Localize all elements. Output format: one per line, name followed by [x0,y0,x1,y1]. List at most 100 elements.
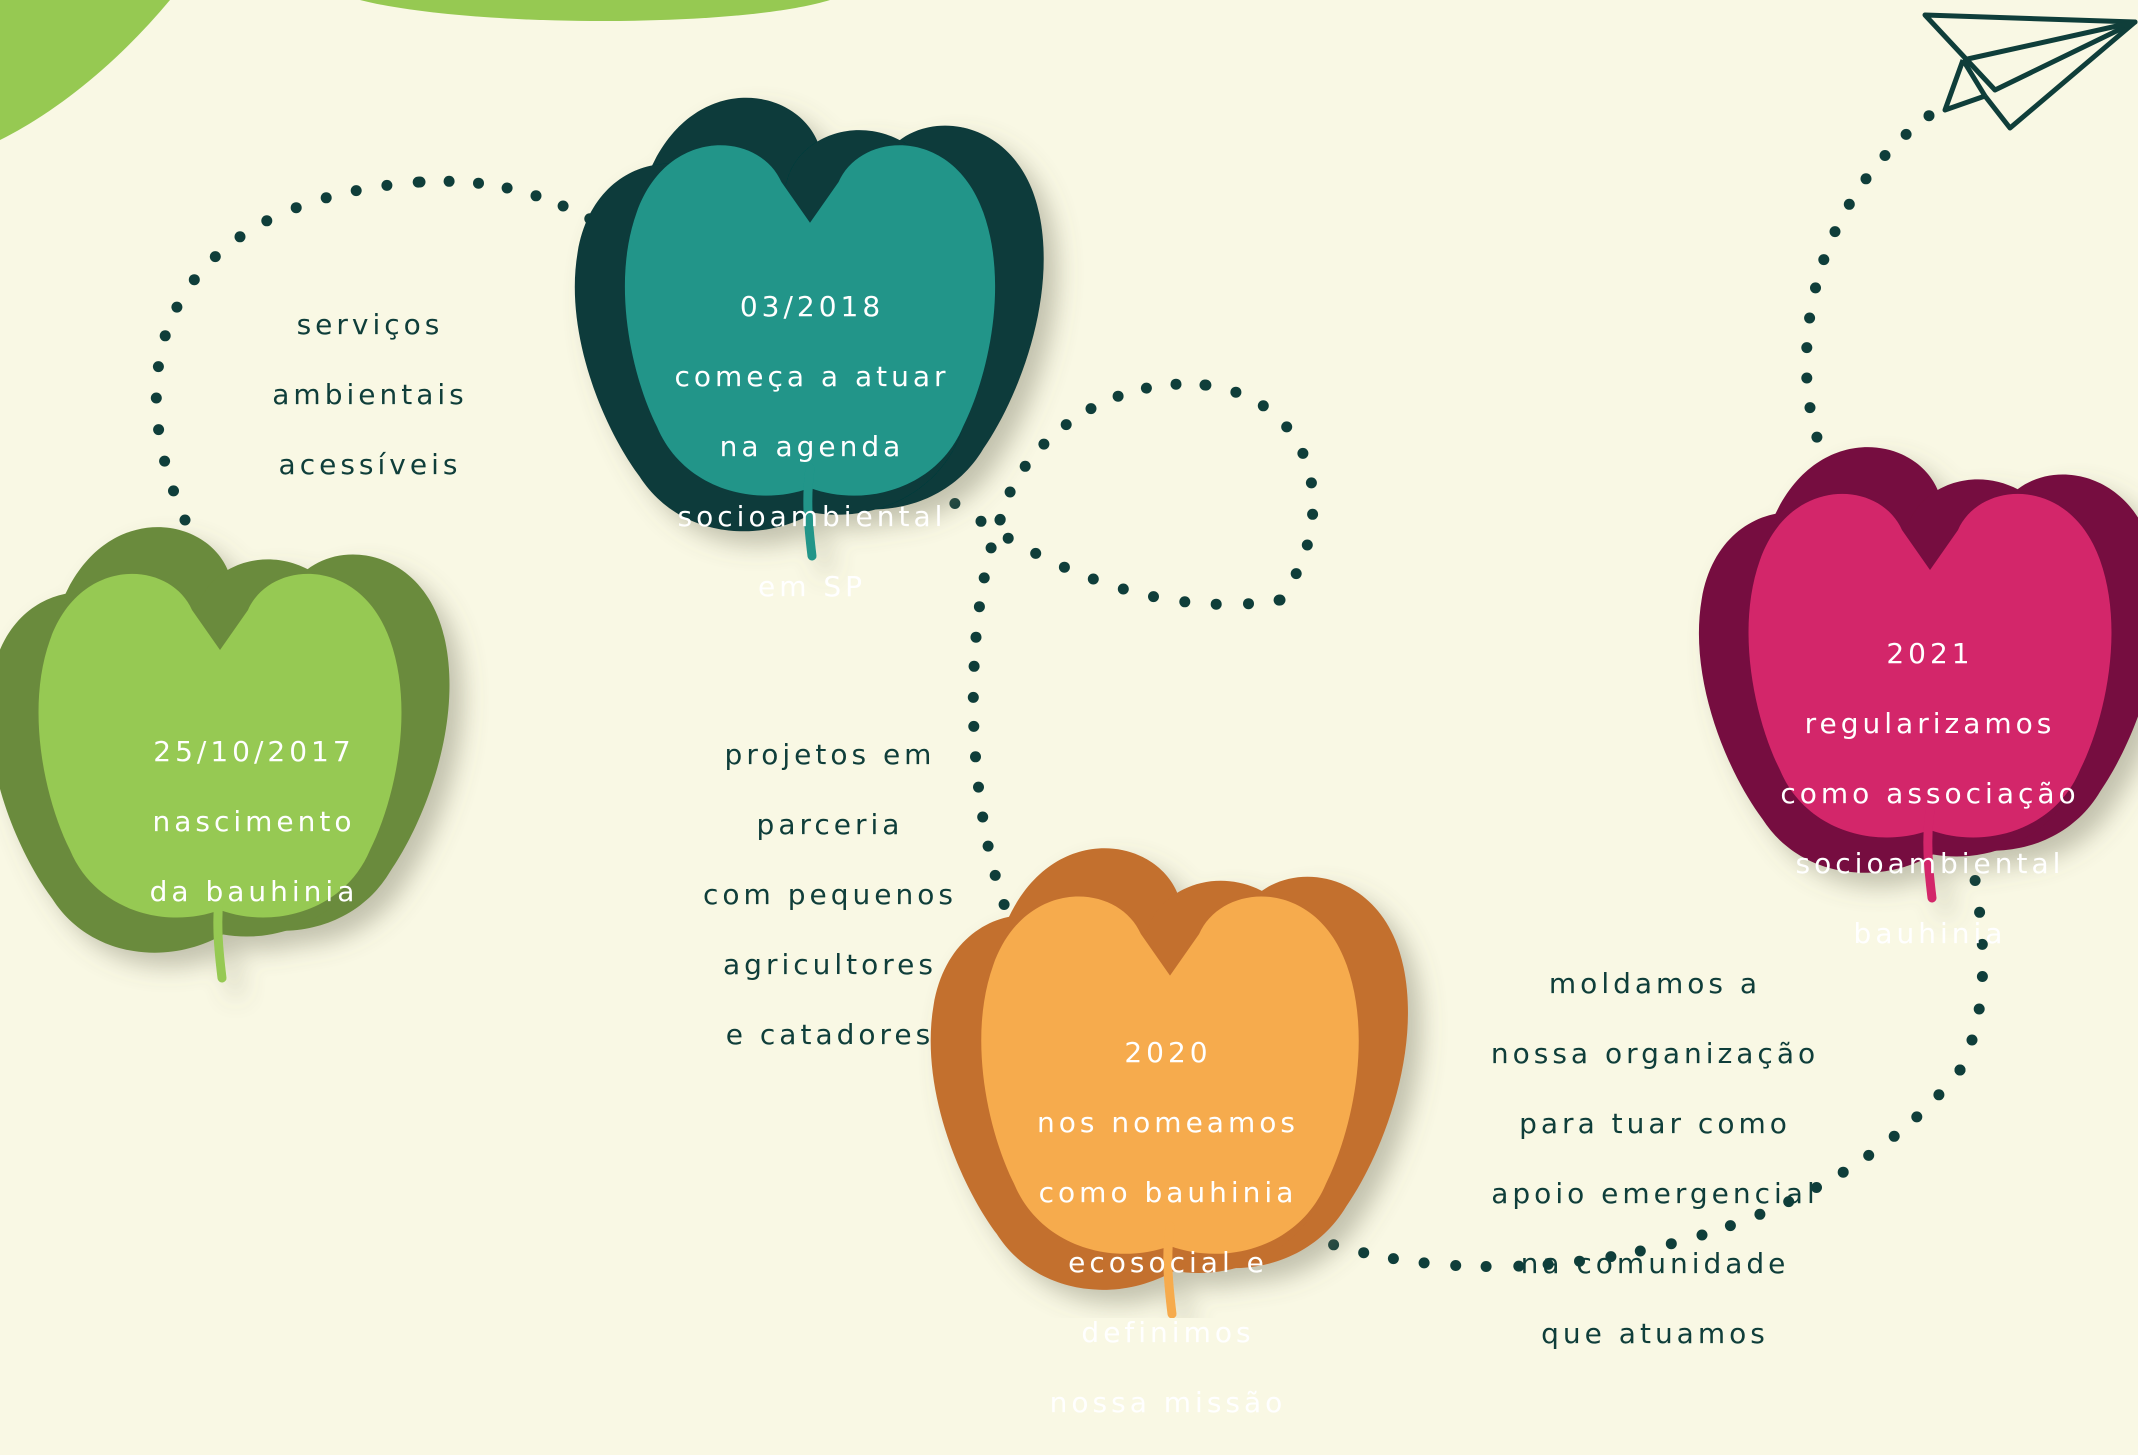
path-dot [188,274,200,286]
path-dot [1257,400,1269,412]
path-dot [414,176,426,188]
path-dot [1843,198,1855,210]
path-dot [1801,342,1813,354]
leaf-stem [213,885,227,983]
milestone-2021-leaf [1677,433,2138,903]
path-dot [209,251,221,263]
path-dot [1605,1251,1617,1263]
leaf-stem [1163,1221,1177,1318]
milestone-2018-line: em SP [757,570,867,603]
path-dot [150,392,162,404]
path-label-line: que atuamos [1541,1317,1769,1350]
path-dot [1243,598,1254,610]
path-dot [1418,1257,1430,1269]
path-dot [1966,1034,1978,1046]
path-dot [1724,1220,1736,1232]
path-dot [975,515,987,527]
path-dot [1969,875,1981,886]
milestone-2018-line: socioambiental [677,500,947,533]
milestone-2017-line: nascimento [152,805,356,838]
path-dot [1974,906,1986,918]
path-dot [1783,1196,1795,1208]
path-dot [1301,539,1313,551]
milestone-2018-date: 03/2018 [739,290,885,323]
path-dot [1634,1245,1646,1257]
path-dot [1811,1182,1822,1193]
path-dot [152,361,164,373]
path-dot [1274,594,1286,606]
path-dot [350,185,362,197]
path-dot [994,514,1006,526]
dotted-timeline-path [150,110,1988,1272]
path-dot [320,192,332,204]
path-dot [970,631,982,643]
leaf-stem [1923,805,1937,903]
path-dot [1804,402,1816,414]
path-dot [1480,1261,1492,1272]
milestone-2017-leaf [0,513,469,983]
milestone-2020-line: nossa missão [1049,1386,1287,1419]
top-leaf-decoration [360,0,830,21]
timeline-artwork [0,0,2138,1318]
path-dot [1450,1260,1462,1271]
path-dot [989,869,1001,881]
milestone-2021-line: como associação [1780,777,2080,810]
path-label-line: moldamos a [1548,967,1762,1000]
path-dot [443,175,455,187]
path-dot [1754,1208,1766,1220]
path-dot [1911,1111,1923,1123]
path-dot [1305,477,1317,489]
path-dot [1117,583,1129,595]
path-dot [1810,282,1821,294]
path-dot [973,781,984,793]
path-dot [1542,1258,1554,1270]
path-dot [1513,1260,1525,1272]
milestone-2017-date: 25/10/2017 [153,735,355,768]
path-label-line: com pequenos [703,878,957,911]
path-label-projetos: projetos em parceria com pequenos agricu… [680,702,980,1087]
corner-leaf-decoration [0,0,170,140]
path-dot [1019,460,1031,472]
path-dot [1801,372,1813,384]
path-dot [1328,1239,1340,1251]
path-dot [1923,110,1935,122]
path-dot [1148,591,1159,603]
path-dot [967,691,979,703]
path-dot [1230,386,1242,398]
path-dot [1829,226,1841,238]
path-dot [153,424,165,436]
path-dot [501,182,513,194]
path-dot [1933,1089,1945,1101]
milestone-2021-line: bauhinia [1853,917,2007,950]
path-dot [973,601,985,613]
path-dot [1030,547,1042,559]
path-label-line: serviços [296,308,444,341]
milestone-2020-line: como bauhinia [1038,1176,1298,1209]
path-dot [968,660,980,672]
milestone-2021-line: socioambiental [1795,847,2065,880]
path-dot [1179,596,1191,608]
path-dot [1973,1003,1985,1015]
leaf-stem [803,463,817,561]
milestone-2021-text: 2021 regularizamos como associação socio… [1770,601,2090,986]
path-dot [1574,1255,1585,1267]
path-dot [1860,173,1872,185]
path-dot [998,899,1010,910]
milestone-2020-text: 2020 nos nomeamos como bauhinia ecosocia… [1003,1000,1333,1455]
path-dot [1112,390,1124,402]
path-dot [982,840,994,852]
path-dot [1170,378,1182,390]
path-dot [1888,1130,1900,1142]
milestone-2018-leaf [552,83,1063,561]
path-label-line: ambientais [272,378,468,411]
path-dot [1058,561,1070,573]
path-dot [1281,421,1293,433]
path-dot [1900,128,1912,140]
milestone-2020-date: 2020 [1124,1036,1212,1069]
path-dot [1665,1238,1677,1250]
path-dot [1976,938,1988,950]
milestone-2020-leaf [907,833,1428,1318]
path-dot [1358,1247,1370,1259]
path-dot [977,811,989,823]
milestone-2017-line: da bauhinia [149,875,359,908]
